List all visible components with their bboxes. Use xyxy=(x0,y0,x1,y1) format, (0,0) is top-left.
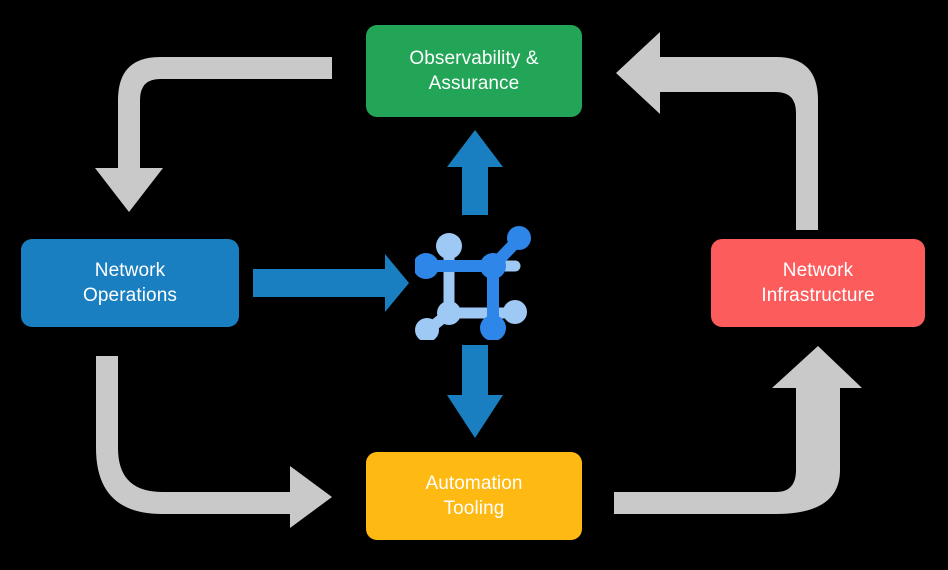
arrow-center-to-observability xyxy=(447,130,503,215)
network-topology-icon xyxy=(415,226,531,340)
node-network-infrastructure[interactable]: Network Infrastructure xyxy=(711,239,925,327)
arrow-center-to-automation xyxy=(447,345,503,438)
node-network-operations-label: Network Operations xyxy=(83,259,177,306)
node-observability-assurance[interactable]: Observability & Assurance xyxy=(366,25,582,117)
arrow-operations-to-center xyxy=(253,254,409,312)
arrow-infrastructure-to-observability xyxy=(616,32,818,230)
arrow-automation-to-infrastructure xyxy=(614,346,862,514)
node-automation-tooling-label: Automation Tooling xyxy=(425,472,523,519)
node-network-operations[interactable]: Network Operations xyxy=(21,239,239,327)
arrow-operations-to-automation xyxy=(96,356,332,528)
node-automation-tooling[interactable]: Automation Tooling xyxy=(366,452,582,540)
node-network-infrastructure-label: Network Infrastructure xyxy=(761,259,875,306)
arrow-observability-to-operations xyxy=(95,57,332,212)
node-observability-assurance-label: Observability & Assurance xyxy=(409,47,539,94)
